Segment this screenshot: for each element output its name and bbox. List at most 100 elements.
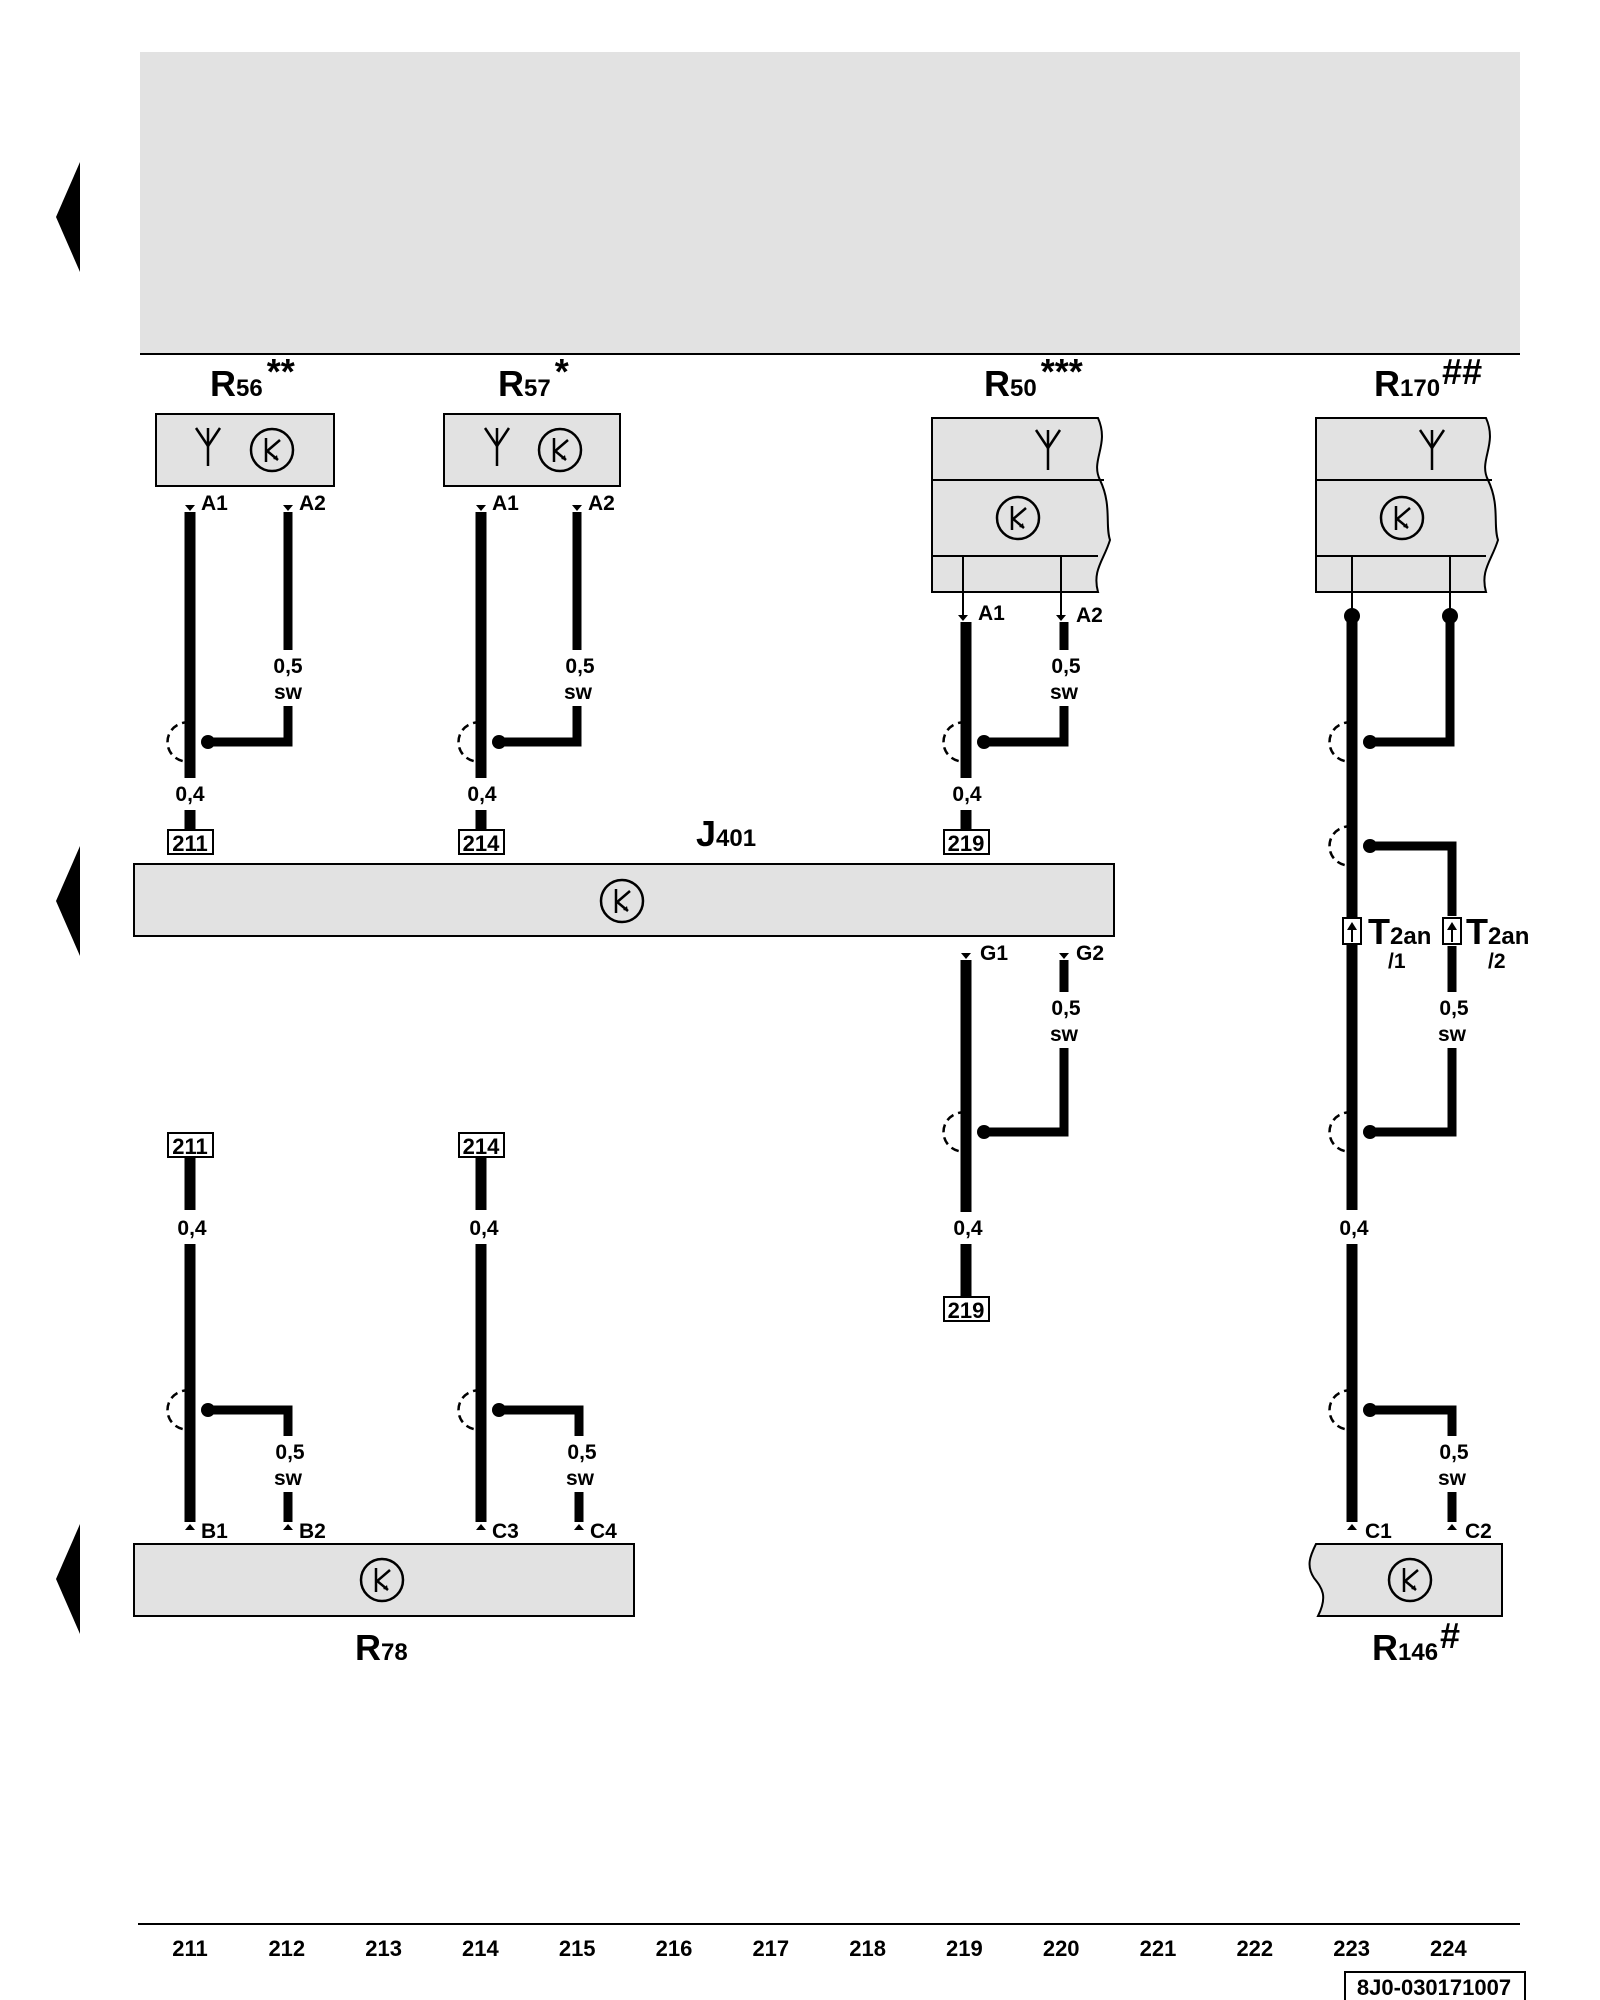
label-letter: R xyxy=(355,1627,381,1668)
current-track-number: 215 xyxy=(559,1936,596,1961)
connector-arrow-icon xyxy=(476,1524,486,1530)
pin-label: C4 xyxy=(590,1520,617,1543)
shield-symbol xyxy=(942,720,967,764)
wire-shield xyxy=(1370,616,1455,747)
ref-box xyxy=(458,829,505,855)
wire-shield xyxy=(208,706,293,747)
current-track-number: 213 xyxy=(365,1936,402,1961)
electronic-unit-icon xyxy=(537,427,583,473)
current-track-number: 220 xyxy=(1043,1936,1080,1961)
connector-t2an-2: T2an /2 xyxy=(1442,911,1529,973)
connector-pin-number: /1 xyxy=(1388,950,1406,973)
electronic-unit-icon xyxy=(249,427,295,473)
doc-code-box xyxy=(1344,1971,1526,2000)
label-subscript: 170 xyxy=(1400,375,1440,402)
shield-symbol xyxy=(1328,824,1353,868)
connector-arrow-icon xyxy=(1347,922,1357,930)
wire-size: 0,4 xyxy=(175,783,205,806)
pin-label: B1 xyxy=(201,1520,228,1543)
component-box xyxy=(443,413,621,487)
component-r170: R170## xyxy=(1315,351,1500,624)
label-letter: R xyxy=(498,363,524,404)
header-panel xyxy=(140,52,1520,354)
pin-label: C1 xyxy=(1365,1520,1392,1543)
connector-arrow-icon xyxy=(1059,953,1069,959)
wire-size: 0,4 xyxy=(952,783,982,806)
ref-box xyxy=(167,1132,214,1158)
label-letter: T xyxy=(1368,911,1390,952)
wire-label-gap xyxy=(168,1214,212,1242)
wire-color: sw xyxy=(1438,1023,1467,1046)
wire-shield xyxy=(984,1048,1069,1137)
pin-label: A2 xyxy=(588,492,615,515)
shield-symbol xyxy=(166,720,191,764)
connector-arrow-icon xyxy=(574,1524,584,1530)
wire-shield xyxy=(1370,841,1457,916)
component-r57: R57* A1 A2 xyxy=(443,351,621,515)
connector-arrow-icon xyxy=(1056,615,1066,621)
pin-label: A1 xyxy=(201,492,228,515)
ref-number: 214 xyxy=(463,1134,500,1159)
wire-label-gap xyxy=(459,1214,503,1242)
wire-junction xyxy=(977,735,991,749)
wire-color: sw xyxy=(1438,1467,1467,1490)
antenna-icon xyxy=(1034,429,1062,470)
connector-arrow-icon xyxy=(1347,1524,1357,1530)
wire-color: sw xyxy=(566,1467,595,1490)
wire-size: 0,4 xyxy=(177,1217,207,1240)
ref-box xyxy=(943,1296,990,1322)
wire-color: sw xyxy=(274,681,303,704)
current-track-number: 216 xyxy=(656,1936,693,1961)
wire-color: sw xyxy=(274,1467,303,1490)
connector-arrow-icon xyxy=(476,505,486,511)
page-nav-arrow-icon[interactable] xyxy=(56,846,80,956)
component-box xyxy=(133,863,1115,937)
connector-t2an-1: T2an /1 xyxy=(1342,911,1431,973)
component-box xyxy=(155,413,335,487)
label-subscript: 401 xyxy=(716,825,756,852)
connector-arrow-icon xyxy=(185,1524,195,1530)
label-footnote-mark: ## xyxy=(1442,351,1482,392)
shield-symbol xyxy=(942,1110,967,1154)
antenna-icon xyxy=(483,427,511,466)
label-subscript: 56 xyxy=(236,375,263,402)
component-label: R56** xyxy=(210,351,295,404)
ref-box xyxy=(943,829,990,855)
page-nav-arrow-icon[interactable] xyxy=(56,1524,80,1634)
component-box xyxy=(1315,417,1500,593)
wire-color: sw xyxy=(1050,1023,1079,1046)
shield-symbol xyxy=(457,1388,482,1432)
wire-color: sw xyxy=(564,681,593,704)
label-footnote-mark: *** xyxy=(1041,351,1083,392)
wire-junction xyxy=(492,735,506,749)
label-letter: J xyxy=(696,813,716,854)
antenna-icon xyxy=(194,427,222,466)
wire-junction xyxy=(1363,839,1377,853)
wire-label-gap xyxy=(168,780,212,808)
wire-junction xyxy=(1363,1125,1377,1139)
component-label: J401 xyxy=(696,813,756,854)
wire-size: 0,4 xyxy=(469,1217,499,1240)
ref-number: 211 xyxy=(172,1134,208,1159)
label-letter: T xyxy=(1466,911,1488,952)
wire-label-gap xyxy=(944,1214,988,1242)
pin-label: A2 xyxy=(299,492,326,515)
label-subscript: 2an xyxy=(1390,923,1431,950)
shield-symbol xyxy=(1328,1110,1353,1154)
wire-shield xyxy=(208,1405,293,1436)
wire-shield xyxy=(984,706,1069,747)
component-label: R78 xyxy=(355,1627,408,1668)
current-track-number: 214 xyxy=(462,1936,499,1961)
current-track-number: 221 xyxy=(1140,1936,1177,1961)
shield-symbol xyxy=(1328,1388,1353,1432)
component-r50: R50*** A1 A2 xyxy=(931,351,1112,627)
page-nav-arrow-icon[interactable] xyxy=(56,162,80,272)
connector-arrow-icon xyxy=(958,615,968,621)
component-r78: B1 B2 C3 C4 R78 xyxy=(133,1520,635,1668)
label-letter: R xyxy=(1372,1627,1398,1668)
label-subscript: 50 xyxy=(1010,375,1037,402)
wire-junction xyxy=(977,1125,991,1139)
connector-arrow-icon xyxy=(283,1524,293,1530)
